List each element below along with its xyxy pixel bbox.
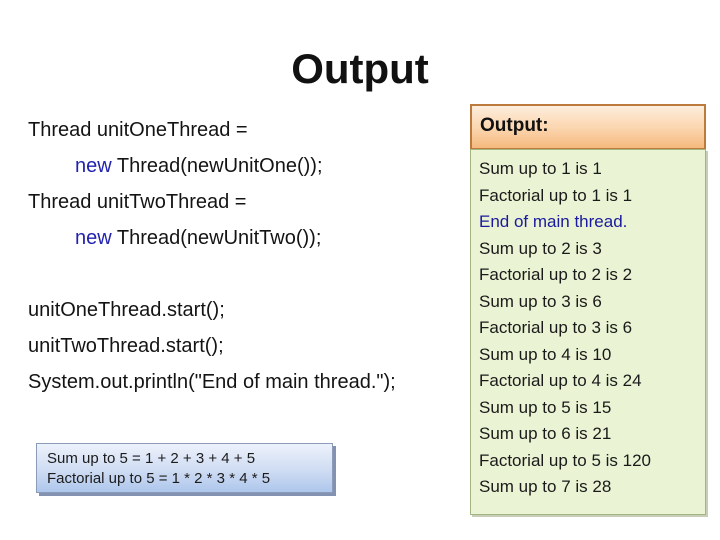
console-output-line: Sum up to 1 is 1 [479,159,602,178]
code-line: Thread unitTwoThread = [28,191,247,213]
console-output-line: Sum up to 3 is 6 [479,291,602,311]
code-line: new Thread(newUnitTwo()); [75,227,322,249]
console-output-line: Factorial up to 2 is 2 [479,265,633,284]
console-output-line: Factorial up to 5 is 120 [479,450,651,470]
slide-title: Output [291,45,429,92]
console-output-header: Output: [470,104,706,150]
console-output-line: Sum up to 2 is 3 [479,238,602,258]
java-code-block: Thread unitOneThread = new Thread(newUnit… [28,112,468,400]
code-line: Thread unitOneThread = [28,119,248,141]
keyword-new: new [75,155,112,177]
console-output-line: Sum up to 4 is 10 [479,344,612,364]
code-blank-line [28,256,468,292]
sum-factorial-note-box: Sum up to 5 = 1 + 2 + 3 + 4 + 5 Factorial… [36,443,333,493]
console-output-panel: Output: Sum up to 1 is 1 Factorial up to … [470,104,706,515]
console-output-line: Sum up to 5 is 15 [479,397,612,417]
keyword-new: new [75,227,112,249]
console-output-header-label: Output: [480,115,549,136]
console-output-line: Factorial up to 3 is 6 [479,318,633,337]
code-line: new Thread(newUnitOne()); [75,155,323,177]
code-line: unitTwoThread.start(); [28,335,224,357]
console-output-line: End of main thread. [479,212,628,231]
note-line: Factorial up to 5 = 1 * 2 * 3 * 4 * 5 [47,470,271,487]
console-output-line: Sum up to 6 is 21 [479,424,612,443]
code-line: System.out.println("End of main thread."… [28,371,396,393]
note-line: Sum up to 5 = 1 + 2 + 3 + 4 + 5 [47,450,256,467]
code-line: unitOneThread.start(); [28,299,225,321]
console-output-line: Factorial up to 4 is 24 [479,371,642,390]
console-output-body: Sum up to 1 is 1 Factorial up to 1 is 1 En… [470,149,706,515]
console-output-line: Sum up to 7 is 28 [479,477,612,496]
console-output-line: Factorial up to 1 is 1 [479,185,633,205]
